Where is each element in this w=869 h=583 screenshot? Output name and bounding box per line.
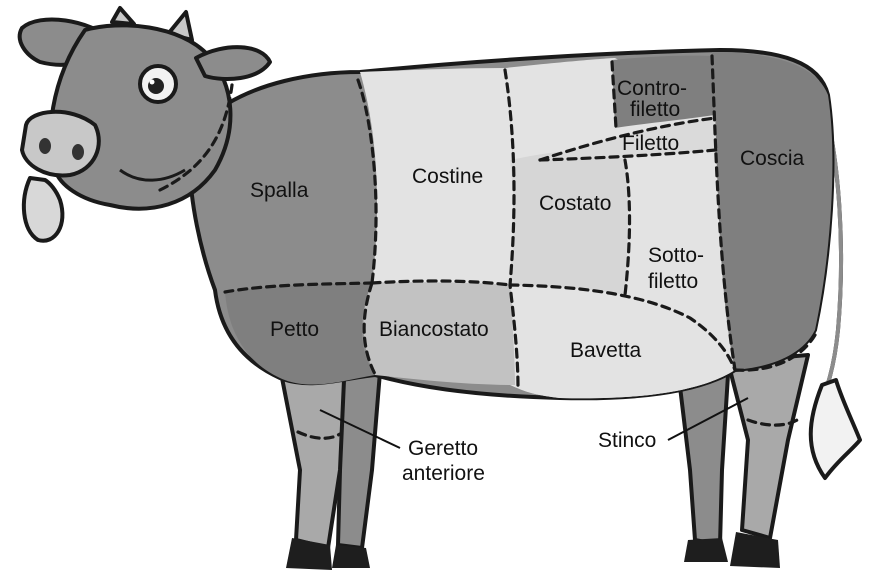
- label-sottofiletto-2: filetto: [648, 270, 698, 293]
- label-geretto-anteriore-2: anteriore: [402, 462, 485, 485]
- label-costine: Costine: [412, 165, 483, 188]
- label-filetto: Filetto: [622, 132, 679, 155]
- label-spalla: Spalla: [250, 179, 309, 202]
- region-costato: [510, 151, 628, 295]
- label-controfiletto-2: filetto: [630, 98, 680, 121]
- label-controfiletto-1: Contro-: [617, 77, 687, 100]
- label-biancostato: Biancostato: [379, 318, 489, 341]
- label-geretto-anteriore-1: Geretto: [408, 437, 478, 460]
- label-sottofiletto-1: Sotto-: [648, 244, 704, 267]
- front-legs: [282, 370, 380, 570]
- label-costato: Costato: [539, 192, 611, 215]
- label-petto: Petto: [270, 318, 319, 341]
- label-stinco: Stinco: [598, 429, 656, 452]
- label-coscia: Coscia: [740, 147, 805, 170]
- label-bavetta: Bavetta: [570, 339, 642, 362]
